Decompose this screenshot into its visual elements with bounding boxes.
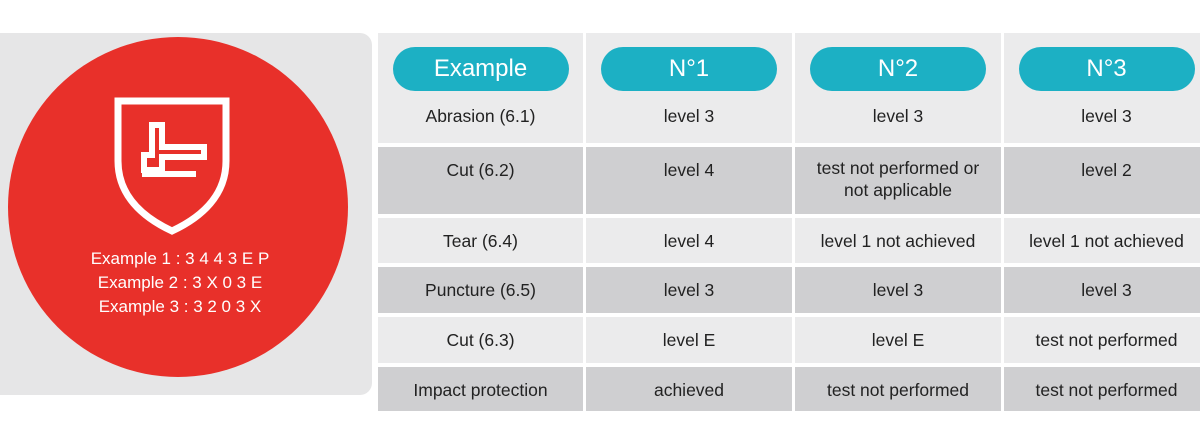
header-pill-example: Example [392, 47, 569, 91]
cut-6-2-value-3: level 2 [1004, 147, 1200, 214]
row-label-cut-6-2: Cut (6.2) [378, 147, 583, 214]
abrasion-value-1: level 3 [663, 106, 715, 126]
puncture-value-1: level 3 [586, 267, 792, 313]
row-label-puncture: Puncture (6.5) [378, 267, 583, 313]
header-cell-n2: N°2 level 3 [795, 33, 1001, 143]
cut-6-3-value-2: level E [795, 317, 1001, 363]
abrasion-value-2: level 3 [872, 106, 924, 126]
puncture-value-3: level 3 [1004, 267, 1200, 313]
tear-value-1: level 4 [586, 218, 792, 263]
tear-value-2: level 1 not achieved [795, 218, 1001, 263]
impact-value-2: test not performed [795, 367, 1001, 411]
header-pill-n1: N°1 [601, 47, 777, 91]
header-cell-n3: N°3 level 3 [1004, 33, 1200, 143]
row-label-tear: Tear (6.4) [378, 218, 583, 263]
cut-6-2-value-2: test not performed or not applicable [795, 147, 1001, 214]
example-code-1: Example 1 : 3 4 4 3 E P [90, 249, 270, 268]
red-badge-circle [8, 37, 348, 377]
cut-6-3-value-1: level E [586, 317, 792, 363]
header-pill-n2: N°2 [810, 47, 986, 91]
row-label-cut-6-3: Cut (6.3) [378, 317, 583, 363]
tear-value-3: level 1 not achieved [1004, 218, 1200, 263]
example-codes: Example 1 : 3 4 4 3 E P Example 2 : 3 X … [40, 247, 320, 319]
row-label-abrasion: Abrasion (6.1) [425, 106, 536, 126]
header-cell-example: Example Abrasion (6.1) [378, 33, 583, 143]
abrasion-value-3: level 3 [1081, 106, 1132, 126]
row-label-impact: Impact protection [378, 367, 583, 411]
header-pill-n3: N°3 [1018, 47, 1195, 91]
example-code-3: Example 3 : 3 2 0 3 X [98, 297, 262, 316]
cut-6-2-value-1: level 4 [586, 147, 792, 214]
results-table: Example Abrasion (6.1) N°1 level 3 N°2 l… [378, 33, 1200, 411]
cut-6-3-value-3: test not performed [1004, 317, 1200, 363]
example-code-2: Example 2 : 3 X 0 3 E [97, 273, 263, 292]
impact-value-1: achieved [586, 367, 792, 411]
header-cell-n1: N°1 level 3 [586, 33, 792, 143]
puncture-value-2: level 3 [795, 267, 1001, 313]
impact-value-3: test not performed [1004, 367, 1200, 411]
shield-impact-hammer-icon [114, 97, 230, 235]
